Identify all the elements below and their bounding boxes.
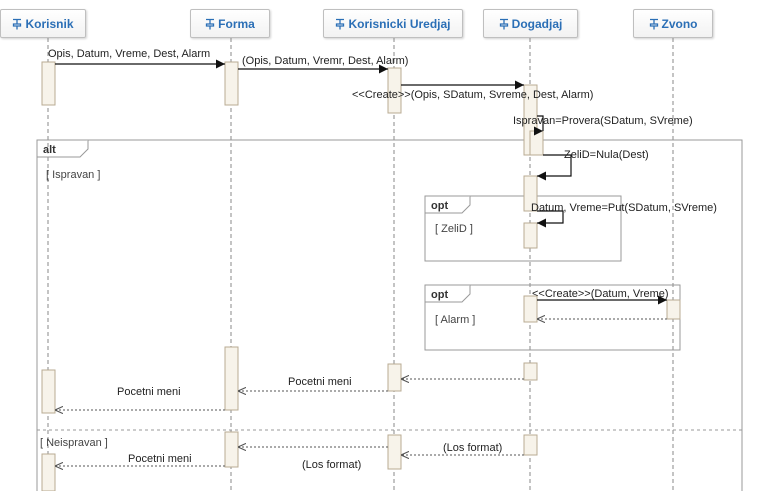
lifeline-icon bbox=[649, 18, 659, 30]
ret-label-los-format-1: (Los format) bbox=[443, 442, 502, 454]
lifeline-korisnik[interactable]: Korisnik bbox=[0, 9, 86, 38]
activation-dogadjaj-1b bbox=[529, 130, 544, 156]
activation-korisnik-1 bbox=[41, 61, 56, 106]
activation-dogadjaj-3 bbox=[523, 222, 538, 249]
lifeline-zvono[interactable]: Zvono bbox=[633, 9, 713, 38]
opt-guard-zelid: [ ZeliD ] bbox=[435, 223, 473, 235]
activation-dogadjaj-4 bbox=[523, 295, 538, 323]
lifeline-icon bbox=[12, 18, 22, 30]
msg-arrow-put bbox=[537, 210, 564, 228]
msg-label-opis: Opis, Datum, Vreme, Dest, Alarm bbox=[48, 48, 210, 60]
alt-fragment bbox=[36, 139, 743, 491]
lifeline-korisnicki-uredjaj[interactable]: Korisnicki Uredjaj bbox=[323, 9, 463, 38]
msg-label-forma-uredjaj: (Opis, Datum, Vremr, Dest, Alarm) bbox=[242, 55, 408, 67]
activation-dogadjaj-6 bbox=[523, 434, 538, 456]
lifeline-label: Korisnicki Uredjaj bbox=[348, 16, 451, 31]
alt-guard-neispravan: [ Neispravan ] bbox=[40, 437, 108, 449]
lifeline-icon bbox=[205, 18, 215, 30]
opt-tag-zelid bbox=[425, 196, 471, 214]
activation-zvono-1 bbox=[666, 299, 681, 320]
msg-label-create-zvono: <<Create>>(Datum, Vreme) bbox=[532, 288, 669, 300]
msg-label-provera: Ispravan=Provera(SDatum, SVreme) bbox=[513, 115, 693, 127]
ret-label-pocetni-1: Pocetni meni bbox=[288, 376, 352, 388]
alt-guard-ispravan: [ Ispravan ] bbox=[46, 169, 100, 181]
ret-label-pocetni-2: Pocetni meni bbox=[117, 386, 181, 398]
lifeline-label: Forma bbox=[218, 16, 255, 31]
msg-label-nula: ZeliD=Nula(Dest) bbox=[564, 149, 649, 161]
opt-keyword-zelid: opt bbox=[431, 200, 448, 212]
lifeline-forma[interactable]: Forma bbox=[190, 9, 270, 38]
activation-forma-2 bbox=[224, 346, 239, 411]
activation-korisnik-2 bbox=[41, 369, 56, 414]
ret-label-los-format-2: (Los format) bbox=[302, 459, 361, 471]
activation-dogadjaj-2 bbox=[523, 175, 538, 212]
lifeline-dogadjaj[interactable]: Dogadjaj bbox=[483, 9, 578, 38]
opt-guard-alarm: [ Alarm ] bbox=[435, 314, 475, 326]
activation-dogadjaj-5 bbox=[523, 362, 538, 381]
opt-keyword-alarm: opt bbox=[431, 289, 448, 301]
activation-forma-1 bbox=[224, 61, 239, 106]
msg-arrow-nula bbox=[537, 154, 572, 181]
ret-label-pocetni-3: Pocetni meni bbox=[128, 453, 192, 465]
msg-label-create-dogadjaj: <<Create>>(Opis, SDatum, Svreme, Dest, A… bbox=[352, 89, 593, 101]
activation-korisnik-3 bbox=[41, 453, 56, 491]
lifeline-label: Dogadjaj bbox=[511, 16, 563, 31]
alt-keyword: alt bbox=[43, 144, 56, 156]
lifeline-label: Korisnik bbox=[25, 16, 74, 31]
msg-arrow-provera bbox=[537, 115, 548, 131]
activation-uredjaj-3 bbox=[387, 434, 402, 470]
activation-forma-3 bbox=[224, 431, 239, 468]
lifeline-icon bbox=[335, 18, 345, 30]
opt-tag-alarm bbox=[425, 285, 471, 303]
msg-label-put: Datum, Vreme=Put(SDatum, SVreme) bbox=[531, 202, 717, 214]
lifeline-icon bbox=[499, 18, 509, 30]
lifeline-label: Zvono bbox=[661, 16, 698, 31]
opt-fragment-zelid bbox=[424, 195, 622, 262]
alt-tag bbox=[37, 140, 89, 158]
activation-uredjaj-2 bbox=[387, 363, 402, 392]
activation-uredjaj-1 bbox=[387, 67, 402, 114]
